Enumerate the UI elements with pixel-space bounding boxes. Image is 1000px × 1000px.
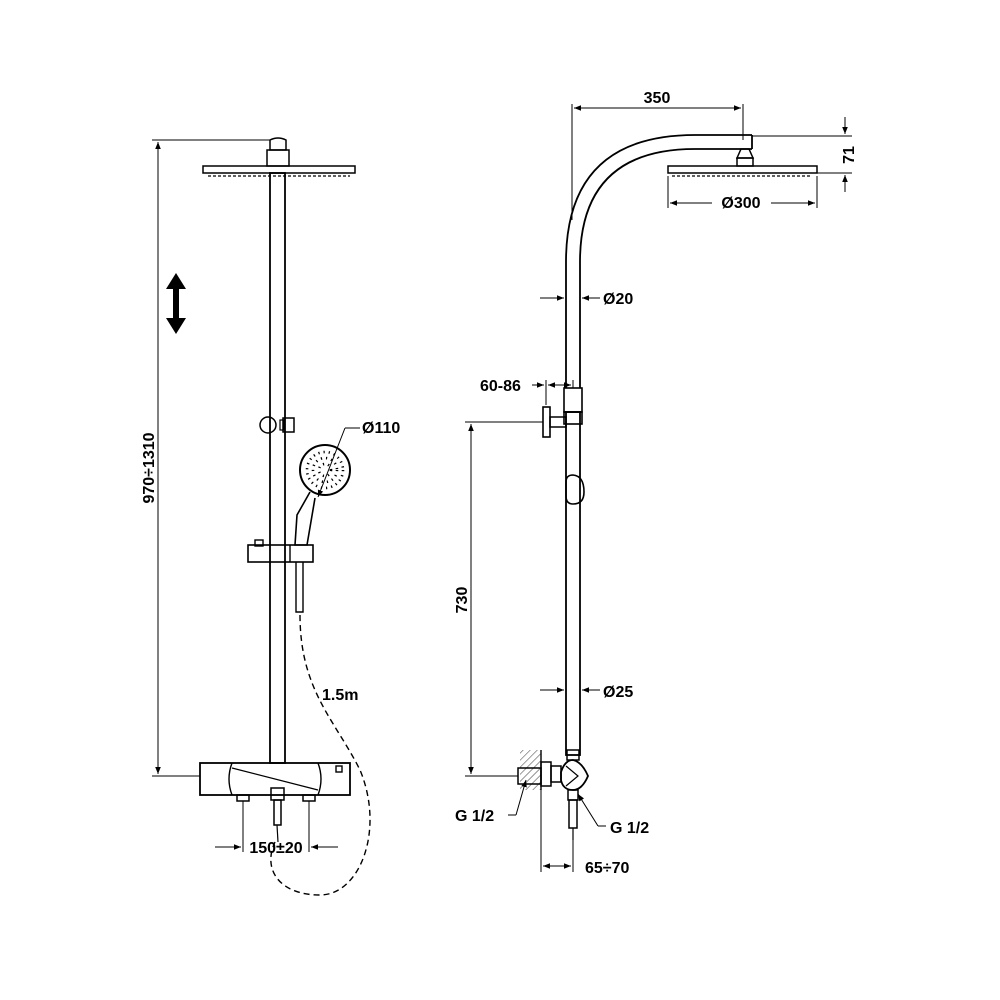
inlet-spacing-label: 150±20 [249, 840, 302, 857]
front-slider [247, 539, 314, 613]
front-view: 970÷1310 Ø110 1.5m 150±20 [141, 137, 400, 896]
side-view: 350 71 Ø300 Ø20 60 [454, 90, 858, 877]
adjust-height-arrow-icon [166, 273, 186, 334]
arm-reach-label: 350 [644, 90, 671, 107]
bracket-adjust-dimension: 60-86 [480, 378, 574, 405]
bracket-height-label: 730 [454, 587, 471, 614]
upper-pipe-diameter-dimension: Ø20 [540, 291, 633, 308]
wall-connection-callout: G 1/2 [455, 779, 527, 825]
wall-offset-dimension: 65÷70 [540, 790, 629, 877]
arm-reach-dimension: 350 [571, 90, 744, 220]
front-upper-holder [259, 416, 295, 434]
wall-connection-label: G 1/2 [455, 808, 494, 825]
side-column [565, 134, 753, 756]
front-hand-diameter-callout: Ø110 [317, 420, 400, 498]
front-mixer [199, 762, 351, 843]
head-height-dimension: 71 [752, 117, 858, 192]
front-height-label: 970÷1310 [141, 432, 158, 503]
head-height-label: 71 [841, 146, 858, 164]
side-wall-mount [517, 749, 589, 840]
front-overhead-shower [202, 137, 356, 177]
hose-length-label: 1.5m [322, 687, 358, 704]
front-height-dimension: 970÷1310 [141, 139, 270, 777]
lower-pipe-diameter-label: Ø25 [603, 684, 633, 701]
hand-shower-diameter-label: Ø110 [362, 420, 400, 437]
upper-pipe-diameter-label: Ø20 [603, 291, 633, 308]
front-inlet-spacing-dimension: 150±20 [215, 801, 338, 857]
outlet-connection-label: G 1/2 [610, 820, 649, 837]
front-hand-shower [294, 444, 351, 546]
front-rail [269, 172, 286, 764]
side-overhead-shower [667, 148, 818, 177]
outlet-connection-callout: G 1/2 [577, 793, 649, 837]
bracket-height-dimension: 730 [454, 421, 543, 777]
head-diameter-label: Ø300 [721, 195, 760, 212]
head-diameter-dimension: Ø300 [667, 176, 818, 212]
front-hose [270, 614, 371, 896]
bracket-adjust-label: 60-86 [480, 378, 521, 395]
side-wall-bracket [542, 387, 583, 438]
lower-pipe-diameter-dimension: Ø25 [540, 684, 633, 701]
wall-offset-label: 65÷70 [585, 860, 629, 877]
side-holder-knob [565, 474, 585, 505]
